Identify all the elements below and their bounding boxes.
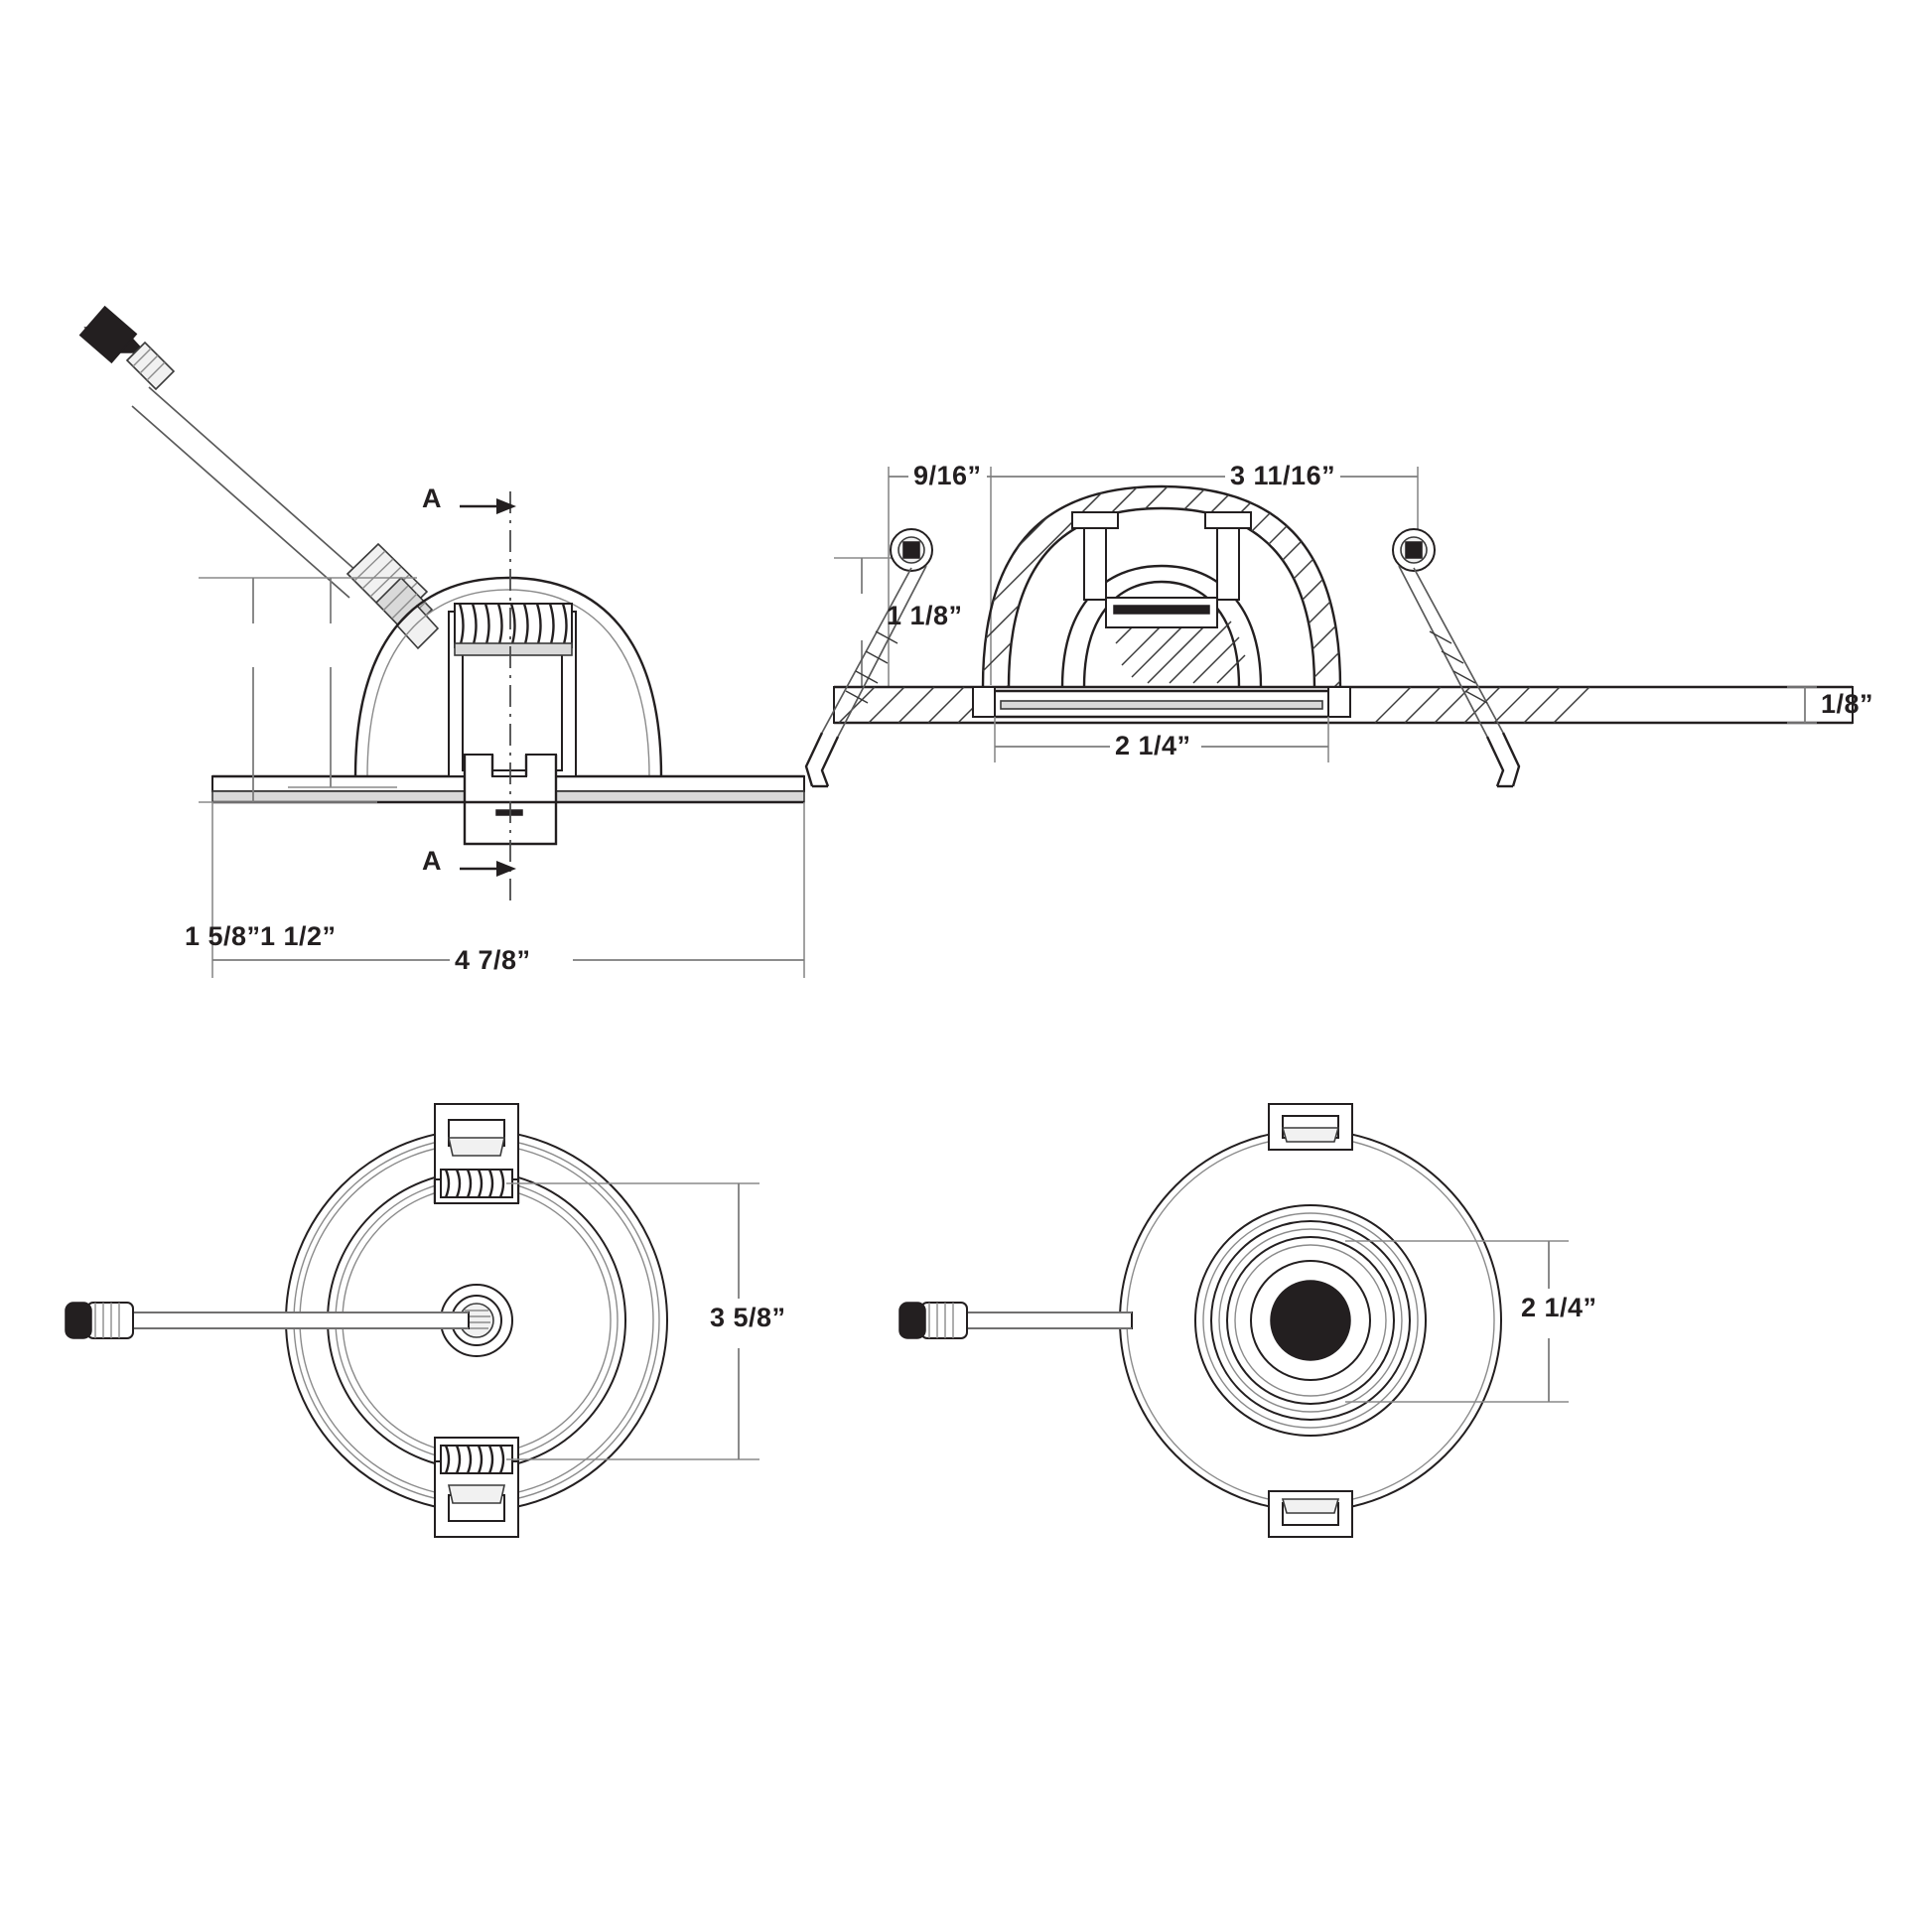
dome-housing [353, 576, 663, 777]
section-mark-a-bottom: A [422, 846, 442, 876]
section-mark-a-top: A [422, 483, 442, 513]
clip-coupling [345, 542, 440, 650]
dim-height-overall [199, 577, 417, 803]
view-top-plan: 3 5/8” [60, 1082, 933, 1559]
dim-label-aperture-diameter: 2 1/4” [1521, 1293, 1597, 1322]
spring-coil-bottom [440, 1445, 513, 1474]
dim-height-housing [288, 578, 397, 788]
dim-label-housing-depth: 1 1/8” [887, 601, 963, 630]
dim-label-height-housing: 1 1/2” [260, 921, 337, 951]
lens-aperture [1250, 1260, 1371, 1381]
view-bottom-plan: 2 1/4” [894, 1082, 1787, 1559]
clip-arm-left-bottomview [898, 1302, 1133, 1339]
dim-label-aperture-width: 2 1/4” [1110, 731, 1196, 761]
dim-inner-diameter [506, 1182, 759, 1460]
dim-width-overall [211, 802, 805, 978]
dim-label-height-overall: 1 5/8” [185, 921, 261, 951]
internal-posts [1071, 511, 1252, 601]
view-side-elevation: 1 5/8” 1 1/2” 4 7/8” A A [0, 305, 874, 1023]
mounting-bracket-top-bottomview [1268, 1103, 1353, 1151]
dim-label-flange-offset: 9/16” [908, 461, 987, 491]
dim-flange-thickness [1787, 686, 1817, 724]
spring-clip-arm [78, 305, 366, 599]
spring-coil-top [440, 1169, 513, 1198]
dim-label-housing-width: 3 11/16” [1225, 461, 1341, 491]
dim-flange-offset [888, 467, 992, 715]
spring-hanger-clip-left [804, 528, 933, 788]
lamp-socket [448, 603, 577, 846]
mounting-bracket-bottom-bottomview [1268, 1490, 1353, 1538]
clip-arm-left [65, 1302, 470, 1339]
section-line-a-a [460, 491, 516, 903]
dim-aperture-diameter [1345, 1240, 1569, 1403]
dim-aperture-width [994, 717, 1329, 762]
dim-housing-depth [834, 557, 908, 708]
spring-hanger-clip-right [1392, 528, 1521, 788]
reflector-cone-section [1060, 564, 1263, 688]
dim-housing-width [991, 467, 1419, 546]
dim-label-width-overall: 4 7/8” [450, 945, 536, 976]
spring-coil [454, 603, 573, 656]
dim-label-inner-diameter: 3 5/8” [710, 1303, 786, 1332]
dim-label-flange-thickness: 1/8” [1821, 689, 1874, 719]
dome-shell-section [981, 484, 1342, 688]
view-section-a-a: 9/16” 3 11/16” 1 1/8” 2 1/4” 1/8” [735, 417, 1932, 834]
aperture-trim-band [972, 686, 1351, 719]
